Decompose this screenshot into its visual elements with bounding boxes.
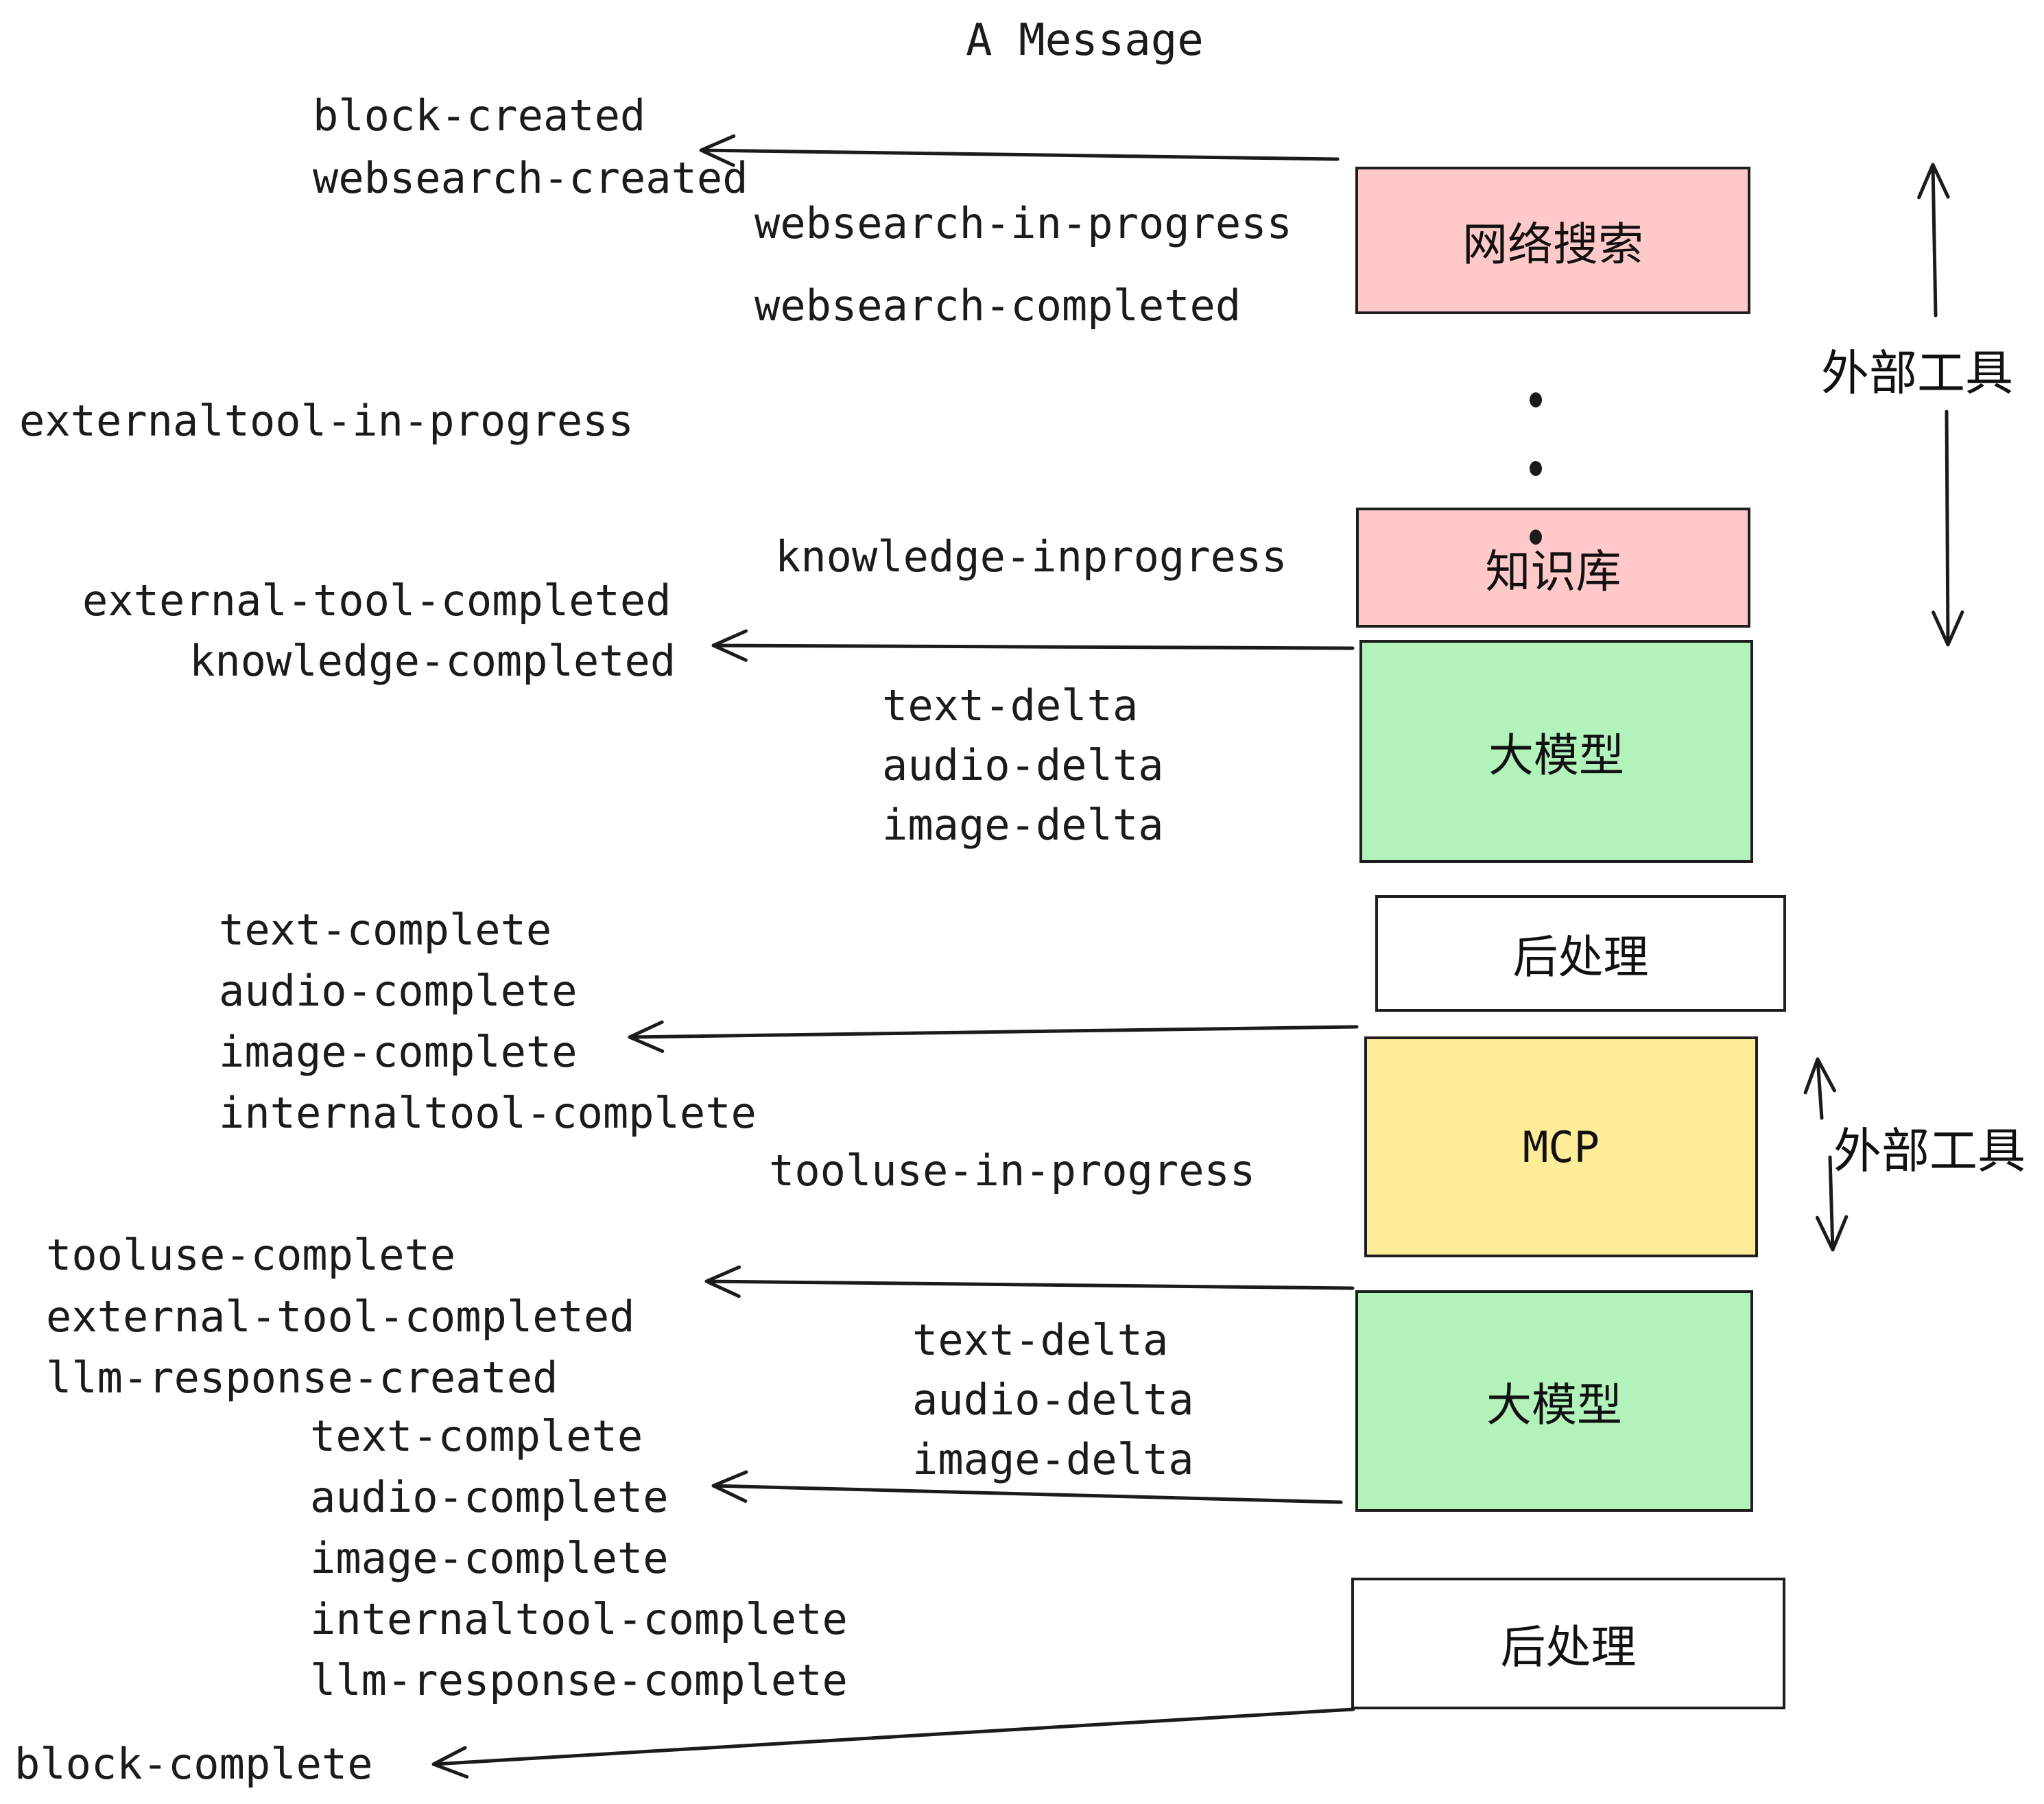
box-post-2: 后处理 <box>1351 1578 1785 1709</box>
box-label-llm-2: 大模型 <box>1486 1379 1622 1430</box>
arrow-to-block-created <box>699 134 1340 167</box>
box-label-knowledge: 知识库 <box>1485 545 1621 597</box>
arrow-to-audio-complete <box>711 1470 1343 1504</box>
event-label-tooluse-complete: tooluse-complete <box>46 1230 456 1280</box>
side-label-external-tools-bottom: 外部工具 <box>1833 1124 2025 1178</box>
event-label-llm-response-complete: llm-response-complete <box>310 1655 848 1705</box>
ellipsis-dot-2 <box>1530 461 1542 476</box>
arrow-external-tools-top-up <box>1917 163 1950 318</box>
event-label-audio-complete-1: audio-complete <box>219 966 578 1016</box>
arrow-to-block-complete <box>431 1707 1355 1779</box>
event-label-text-complete-1: text-complete <box>219 905 552 955</box>
event-label-image-complete-2: image-complete <box>310 1533 669 1583</box>
event-label-internaltool-complete-1: internaltool-complete <box>219 1088 757 1138</box>
event-label-websearch-completed: websearch-completed <box>754 281 1241 331</box>
event-label-image-complete-1: image-complete <box>219 1027 578 1077</box>
box-label-post-2: 后处理 <box>1500 1622 1637 1672</box>
arrow-to-image-complete <box>628 1020 1359 1054</box>
box-label-websearch: 网络搜索 <box>1462 218 1643 270</box>
arrow-external-tools-top-down <box>1932 410 1964 647</box>
box-post-1: 后处理 <box>1375 895 1786 1012</box>
diagram-title: A Message <box>966 15 1204 66</box>
event-label-block-created: block-created <box>313 91 646 141</box>
event-label-websearch-in-progress: websearch-in-progress <box>754 198 1292 248</box>
box-mcp: MCP <box>1364 1036 1758 1257</box>
event-label-llm-response-created: llm-response-created <box>46 1353 558 1403</box>
event-label-knowledge-inprogress: knowledge-inprogress <box>775 532 1287 582</box>
arrow-to-knowledge-completed <box>711 629 1355 662</box>
box-llm-1: 大模型 <box>1359 640 1753 863</box>
event-label-websearch-created: websearch-created <box>313 153 748 203</box>
box-label-mcp: MCP <box>1523 1121 1600 1172</box>
event-label-external-tool-completed-2: external-tool-completed <box>46 1292 635 1342</box>
event-label-external-tool-completed-1: external-tool-completed <box>82 575 672 626</box>
event-label-text-delta-1: text-delta <box>882 680 1139 731</box>
box-label-llm-1: 大模型 <box>1488 729 1624 781</box>
event-label-knowledge-completed: knowledge-completed <box>189 636 676 686</box>
arrow-to-external-tool-completed <box>704 1265 1355 1298</box>
event-label-text-complete-2: text-complete <box>310 1411 643 1461</box>
event-label-audio-complete-2: audio-complete <box>310 1472 669 1522</box>
event-label-text-delta-2: text-delta <box>912 1315 1169 1365</box>
arrow-external-tools-bottom-down <box>1815 1155 1849 1252</box>
box-websearch: 网络搜索 <box>1355 167 1750 314</box>
event-label-audio-delta-1: audio-delta <box>882 740 1164 790</box>
arrow-external-tools-bottom-up <box>1803 1057 1836 1120</box>
ellipsis-dot-1 <box>1530 392 1542 407</box>
event-label-image-delta-2: image-delta <box>912 1434 1194 1484</box>
side-label-external-tools-top: 外部工具 <box>1821 346 2013 400</box>
event-label-tooluse-in-progress: tooluse-in-progress <box>769 1146 1256 1196</box>
box-label-post-1: 后处理 <box>1512 931 1649 982</box>
event-label-internaltool-complete-2: internaltool-complete <box>310 1594 848 1644</box>
event-label-image-delta-1: image-delta <box>882 800 1164 850</box>
event-label-block-complete: block-complete <box>14 1739 373 1789</box>
box-llm-2: 大模型 <box>1355 1290 1753 1512</box>
box-knowledge: 知识库 <box>1356 508 1750 628</box>
event-label-externaltool-in-progress: externaltool-in-progress <box>19 396 634 446</box>
event-label-audio-delta-2: audio-delta <box>912 1375 1194 1425</box>
ellipsis-dot-3 <box>1530 530 1542 545</box>
